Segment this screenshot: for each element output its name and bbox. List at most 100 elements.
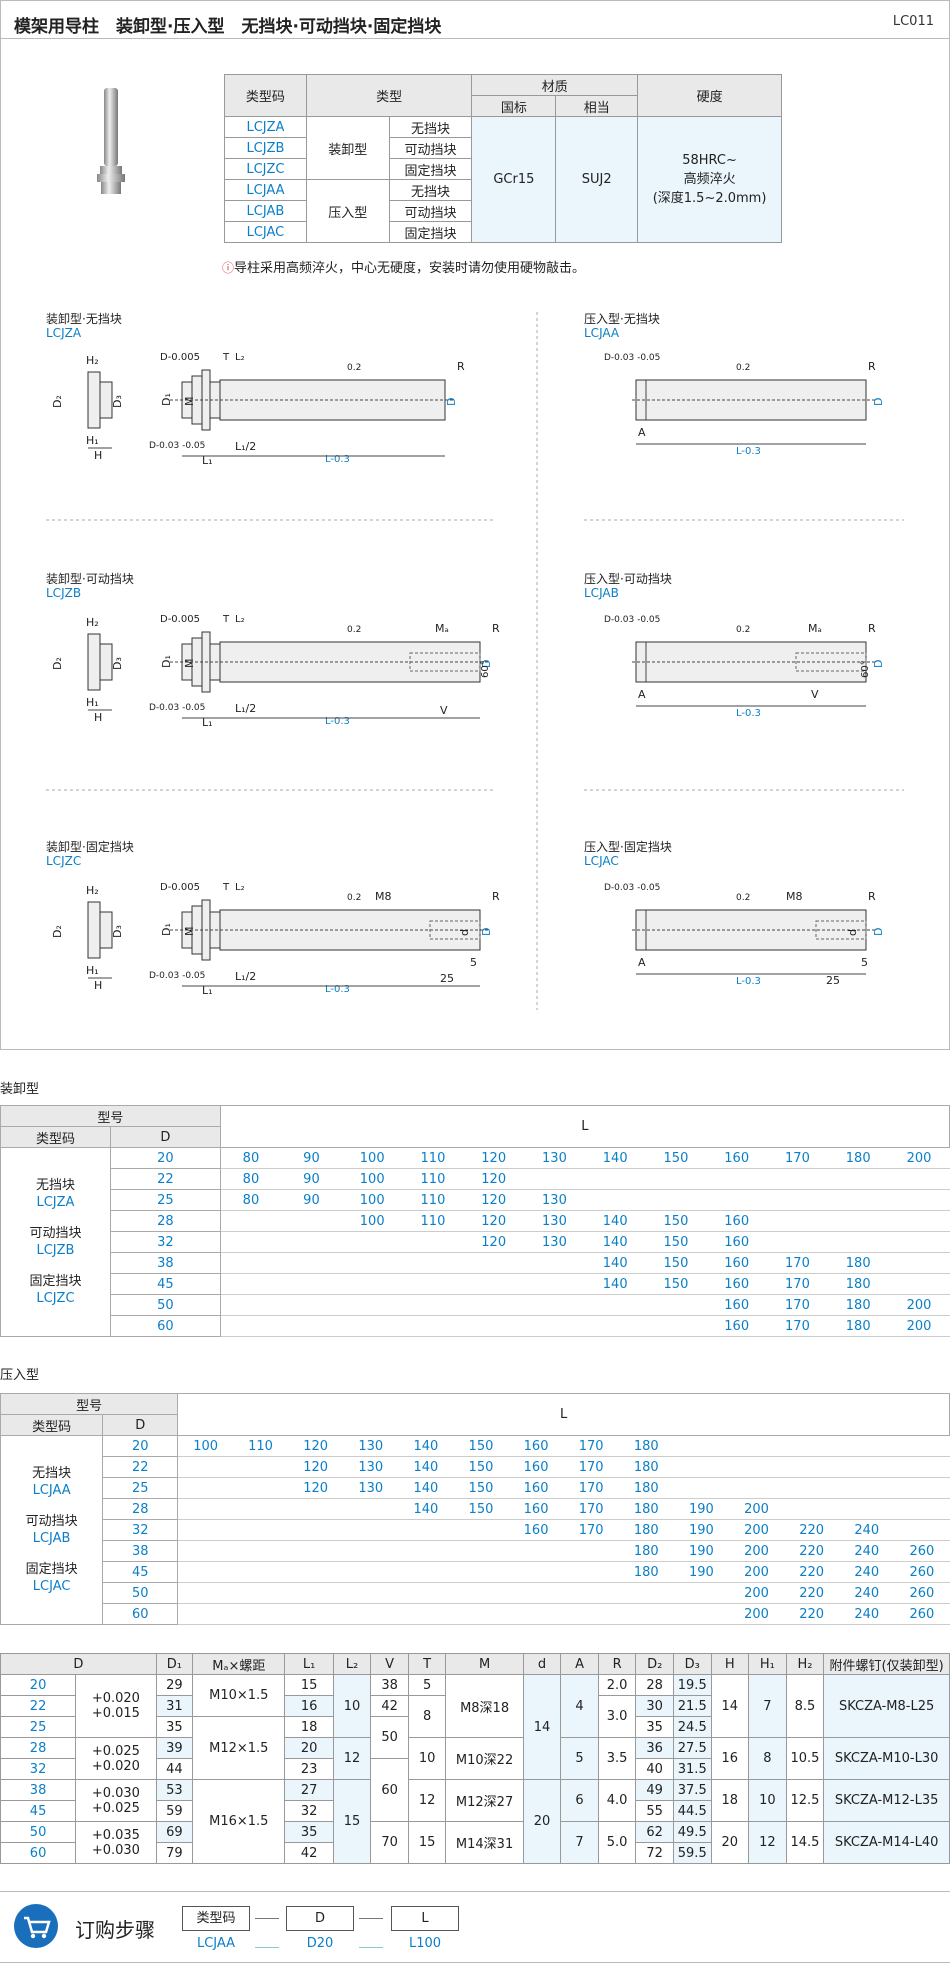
l-cell: 150 xyxy=(645,1273,707,1295)
dimension-label: D₁ xyxy=(160,923,173,936)
dim-screw-cell: SKCZA-M8-L25 xyxy=(823,1674,950,1738)
spec-gb: GCr15 xyxy=(471,116,557,243)
l-cell xyxy=(343,1561,399,1583)
dimension-label: D₂ xyxy=(51,395,64,408)
l-cell xyxy=(839,1477,895,1499)
dim-d-cell: 28 xyxy=(0,1737,77,1759)
l-cell xyxy=(827,1189,889,1211)
dimension-label: D₂ xyxy=(51,657,64,670)
dimension-label: D-0.03 -0.05 xyxy=(604,353,660,363)
dimension-label: Mₐ xyxy=(435,622,449,635)
l-cell: 170 xyxy=(767,1294,828,1316)
dimension-label: 5 xyxy=(470,956,477,969)
l-cell xyxy=(288,1498,344,1520)
l-cell xyxy=(524,1168,585,1190)
dim-tol-cell: +0.030+0.025 xyxy=(75,1779,157,1822)
spec-code: LCJZA xyxy=(224,116,307,138)
dimension-label: T xyxy=(222,614,230,625)
l-cell: 160 xyxy=(508,1498,564,1520)
d-cell: 20 xyxy=(109,1147,221,1169)
dim-header: L₂ xyxy=(332,1653,372,1675)
dim-header: L₁ xyxy=(284,1653,334,1675)
type-code: LCJAC xyxy=(32,1579,71,1594)
d-cell: 25 xyxy=(102,1477,179,1499)
dim-header: d xyxy=(522,1653,562,1675)
dim-r-cell: 2.0 xyxy=(597,1674,637,1696)
l-cell xyxy=(398,1540,454,1562)
cart-icon xyxy=(14,1904,58,1948)
dim-l1-cell: 32 xyxy=(284,1800,334,1822)
dimension-label: V xyxy=(440,704,448,717)
l-cell xyxy=(673,1435,729,1457)
dimension-label: 5 xyxy=(861,956,868,969)
type-name: 固定挡块 xyxy=(29,1274,82,1289)
section-title-yr: 压入型 xyxy=(0,1368,40,1383)
l-cell: 160 xyxy=(508,1477,564,1499)
l-cell: 140 xyxy=(584,1210,646,1232)
l-cell: 100 xyxy=(341,1147,403,1169)
l-cell xyxy=(232,1603,289,1625)
dim-d1-cell: 59 xyxy=(155,1800,194,1822)
l-cell: 180 xyxy=(618,1435,674,1457)
type-code: LCJZB xyxy=(36,1243,75,1258)
l-cell xyxy=(220,1210,282,1232)
dimension-label: H xyxy=(94,979,102,992)
l-cell xyxy=(343,1603,399,1625)
dimension-label: D xyxy=(445,398,458,406)
l-cell: 90 xyxy=(281,1168,342,1190)
d-cell: 50 xyxy=(102,1582,179,1604)
dim-t-cell: 10 xyxy=(407,1737,447,1780)
dimension-label: L-0.3 xyxy=(325,454,350,465)
dim-v-cell: 38 xyxy=(370,1674,409,1696)
l-cell xyxy=(894,1456,950,1478)
order-value-code: LCJAA xyxy=(196,1936,236,1951)
diagram-code: LCJZB xyxy=(46,586,82,600)
l-cell xyxy=(232,1582,289,1604)
dimension-label: D xyxy=(872,928,885,936)
dim-d1-cell: 31 xyxy=(155,1695,194,1717)
type-name: 固定挡块 xyxy=(25,1562,78,1577)
dimension-label: R xyxy=(868,622,876,635)
dim-d3-cell: 49.5 xyxy=(672,1821,712,1843)
dim-header: 附件螺钉(仅装卸型) xyxy=(823,1653,950,1675)
l-cell xyxy=(341,1273,403,1295)
l-cell: 110 xyxy=(402,1168,464,1190)
l-cell: 110 xyxy=(232,1435,289,1457)
dimension-label: D₁ xyxy=(160,393,173,406)
type-code: LCJZA xyxy=(36,1195,75,1210)
dimension-label: D-0.03 -0.05 xyxy=(149,441,205,451)
tapped-hole xyxy=(409,652,481,672)
l-cell: 190 xyxy=(673,1519,729,1541)
dim-d2-cell: 30 xyxy=(635,1695,674,1717)
dim-d1-cell: 79 xyxy=(155,1842,194,1864)
dim-d3-cell: 44.5 xyxy=(672,1800,712,1822)
dimension-label: H₁ xyxy=(86,434,99,447)
dim-ma-cell: M12×1.5 xyxy=(192,1716,286,1780)
dimension-label: L-0.3 xyxy=(736,976,761,987)
dimension-label: D₁ xyxy=(160,655,173,668)
header-divider xyxy=(0,38,950,39)
dim-h2-cell: 12.5 xyxy=(785,1779,825,1822)
l-cell: 150 xyxy=(645,1147,707,1169)
dim-h1-cell: 10 xyxy=(748,1779,787,1822)
l-cell xyxy=(767,1210,828,1232)
order-separator xyxy=(359,1918,383,1919)
l-cell: 220 xyxy=(784,1519,840,1541)
l-cell: 110 xyxy=(402,1189,464,1211)
dimension-label: D₃ xyxy=(111,657,124,670)
dim-ma-cell: M16×1.5 xyxy=(192,1779,286,1864)
l-cell: 170 xyxy=(563,1435,619,1457)
l-cell: 200 xyxy=(728,1603,785,1625)
spec-equiv: SUJ2 xyxy=(555,116,639,243)
l-cell xyxy=(281,1231,342,1253)
spec-subtype: 固定挡块 xyxy=(388,158,473,180)
l-cell xyxy=(232,1456,289,1478)
